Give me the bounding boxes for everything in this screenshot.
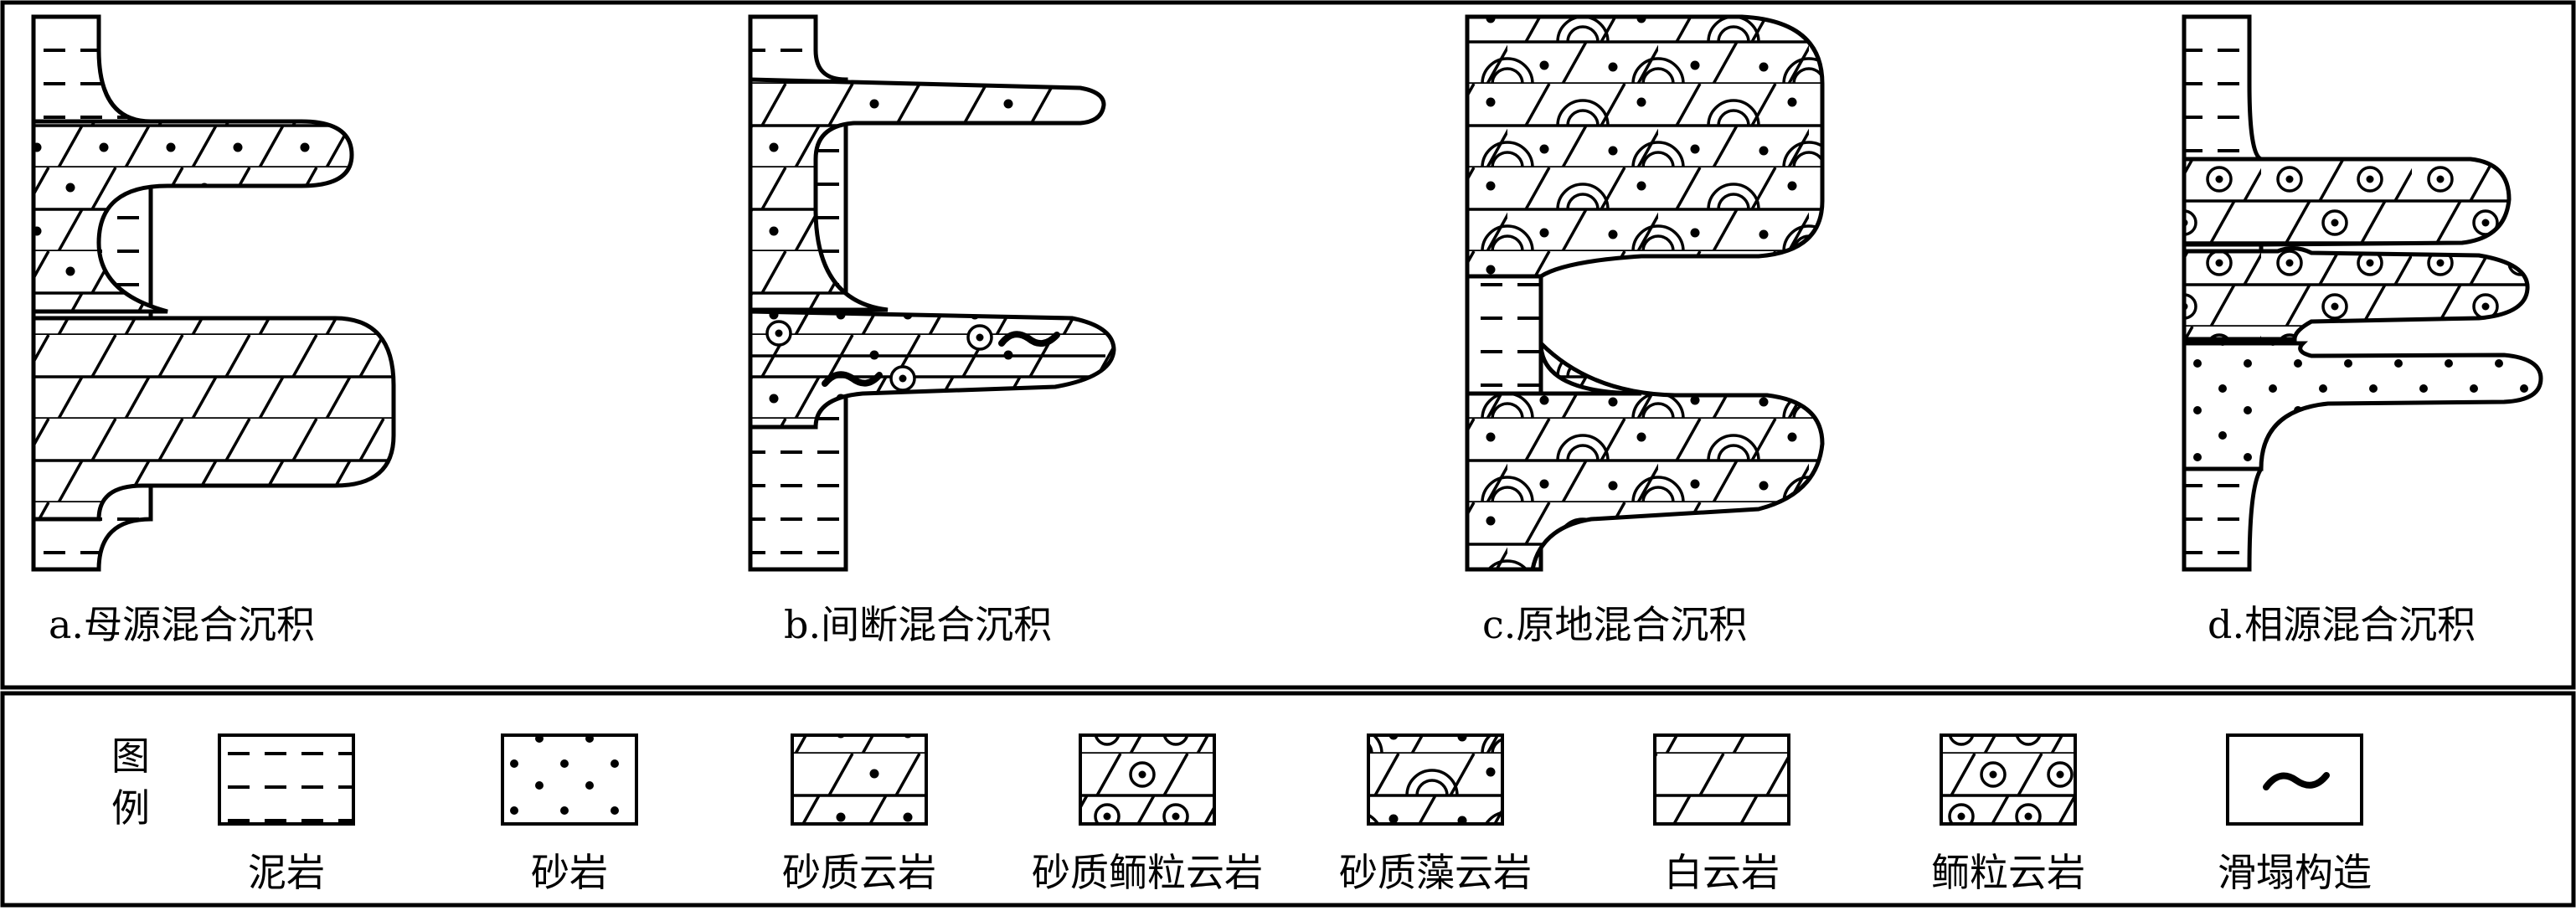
panel-c-upper-algal-lobe <box>1465 14 1825 279</box>
panel-b-slump-mark-2 <box>998 331 1060 347</box>
panel-a-caption: a.母源混合沉积 <box>49 602 316 647</box>
top-frame <box>0 0 2576 690</box>
panel-b-diagram <box>748 14 1116 572</box>
legend-label-mudstone: 泥岩 <box>248 850 325 895</box>
panel-b-caption: b.间断混合沉积 <box>784 602 1053 647</box>
legend-label-sandy-oolitic-dolomite: 砂质鲕粒云岩 <box>1032 850 1263 895</box>
legend-label-oolitic-dolomite: 鲕粒云岩 <box>1931 850 2085 895</box>
panel-d-oolitic-lobe-middle <box>2182 246 2530 342</box>
panel-b-ooids <box>765 320 993 392</box>
slump-structure-icon <box>2263 772 2330 790</box>
legend-swatch-sandy-oolitic-dolomite <box>1079 733 1216 826</box>
panel-d-oolitic-lobe-upper <box>2182 157 2512 247</box>
legend-label-sandy-dolomite: 砂质云岩 <box>782 850 936 895</box>
panel-a-diagram <box>31 14 396 572</box>
legend-swatch-sandy-algal-dolomite <box>1367 733 1504 826</box>
panel-d-caption: d.相源混合沉积 <box>2208 602 2476 647</box>
legend-swatch-sandstone <box>501 733 638 826</box>
legend-label-dolomite: 白云岩 <box>1664 850 1780 895</box>
panel-b-slump-mark-1 <box>822 371 883 387</box>
panel-a-dolomite-lobe <box>31 316 396 522</box>
panel-b-sandy-dolomite-lobe <box>748 77 1106 312</box>
panel-b-slump-lobe <box>748 309 1116 430</box>
legend-label-sandy-algal-dolomite: 砂质藻云岩 <box>1339 850 1532 895</box>
panel-a-sandy-dolomite-lobe <box>31 119 354 314</box>
panel-d-sand-lobe <box>2182 341 2543 471</box>
legend-swatch-mudstone <box>218 733 355 826</box>
panel-d-diagram <box>2182 14 2543 572</box>
legend-title: 图例 <box>111 733 150 831</box>
legend-frame <box>0 691 2576 908</box>
panel-c-caption: c.原地混合沉积 <box>1482 602 1748 647</box>
legend-swatch-dolomite <box>1653 733 1790 826</box>
panel-c-lower-algal-lobe <box>1465 337 1825 572</box>
legend-label-slump-structure: 滑塌构造 <box>2218 850 2372 895</box>
legend-swatch-oolitic-dolomite <box>1940 733 2077 826</box>
legend-swatches <box>218 733 2363 826</box>
panel-c-diagram <box>1465 14 1825 572</box>
legend-label-sandstone: 砂岩 <box>531 850 608 895</box>
legend-swatch-sandy-dolomite <box>791 733 928 826</box>
